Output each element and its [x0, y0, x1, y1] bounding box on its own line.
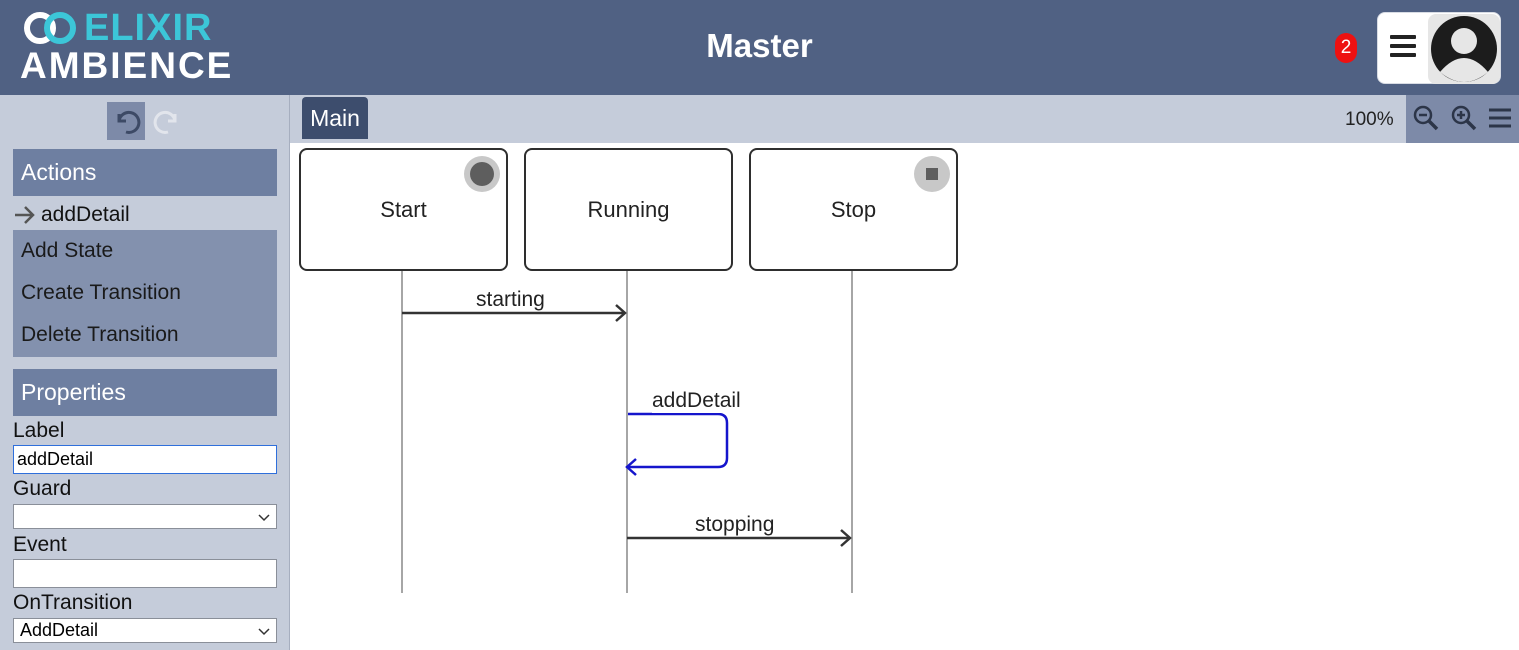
tab-bar: Main 100% — [290, 95, 1519, 143]
stop-marker-icon — [914, 156, 950, 192]
main-area: Main 100% Start Run — [290, 95, 1519, 650]
event-input[interactable] — [13, 559, 277, 588]
user-avatar-icon[interactable] — [1428, 14, 1500, 84]
redo-button[interactable] — [149, 102, 187, 140]
app-header: ELIXIR AMBIENCE Master 2 — [0, 0, 1519, 95]
ontransition-select[interactable]: AddDetail — [13, 618, 277, 643]
create-transition-action[interactable]: Create Transition — [21, 281, 181, 304]
add-state-action[interactable]: Add State — [21, 239, 114, 262]
transition-label-adddetail[interactable]: addDetail — [652, 389, 741, 413]
ontransition-caption: OnTransition — [13, 591, 133, 614]
label-input[interactable]: addDetail — [13, 445, 277, 474]
guard-caption: Guard — [13, 477, 72, 500]
zoom-level: 100% — [1345, 109, 1394, 130]
lifeline-start — [401, 271, 403, 593]
user-menu[interactable] — [1377, 12, 1501, 84]
current-action: addDetail — [13, 201, 130, 229]
current-action-label: addDetail — [41, 203, 130, 226]
transition-starting-arrow[interactable] — [402, 304, 627, 322]
notification-badge[interactable]: 2 — [1335, 33, 1357, 63]
transition-stopping-arrow[interactable] — [627, 529, 852, 547]
menu-icon[interactable] — [1486, 104, 1514, 132]
transition-label-stopping[interactable]: stopping — [695, 513, 775, 536]
transition-adddetail-arrow[interactable] — [625, 412, 729, 476]
transition-arrows — [402, 304, 852, 547]
actions-heading[interactable]: Actions — [13, 149, 277, 196]
state-stop[interactable]: Stop — [749, 148, 958, 271]
state-running[interactable]: Running — [524, 148, 733, 271]
state-start[interactable]: Start — [299, 148, 508, 271]
delete-transition-action[interactable]: Delete Transition — [21, 323, 179, 346]
properties-heading[interactable]: Properties — [13, 369, 277, 416]
state-label: Start — [380, 197, 427, 222]
action-list: Add State Create Transition Delete Trans… — [13, 230, 277, 357]
elixir-ambience-logo: ELIXIR AMBIENCE — [20, 7, 234, 86]
logo-text-ambience: AMBIENCE — [20, 45, 234, 86]
tab-main[interactable]: Main — [302, 97, 368, 139]
label-caption: Label — [13, 419, 65, 442]
arrow-right-icon — [15, 206, 35, 224]
chevron-down-icon — [258, 628, 270, 636]
redo-icon — [153, 110, 177, 134]
undo-button[interactable] — [107, 102, 145, 140]
state-label: Running — [587, 197, 670, 222]
transition-label-starting[interactable]: starting — [476, 288, 545, 311]
start-marker-icon — [464, 156, 500, 192]
ontransition-select-value: AddDetail — [20, 620, 99, 640]
zoom-in-icon[interactable] — [1450, 104, 1478, 132]
sequence-diagram[interactable]: Start Running Stop — [290, 143, 1519, 650]
sidebar: Actions addDetail Add State Create Trans… — [0, 95, 290, 650]
guard-select[interactable] — [13, 504, 277, 529]
hamburger-icon[interactable] — [1390, 35, 1416, 59]
undo-icon — [117, 110, 141, 134]
event-caption: Event — [13, 533, 67, 556]
state-label: Stop — [830, 197, 877, 222]
lifeline-running — [626, 271, 628, 593]
lifeline-stop — [851, 271, 853, 593]
diagram-toolbar — [1406, 95, 1519, 143]
logo-rings-icon — [24, 12, 76, 44]
zoom-out-icon[interactable] — [1412, 104, 1440, 132]
chevron-down-icon — [258, 514, 270, 522]
logo-text-elixir: ELIXIR — [84, 7, 213, 49]
